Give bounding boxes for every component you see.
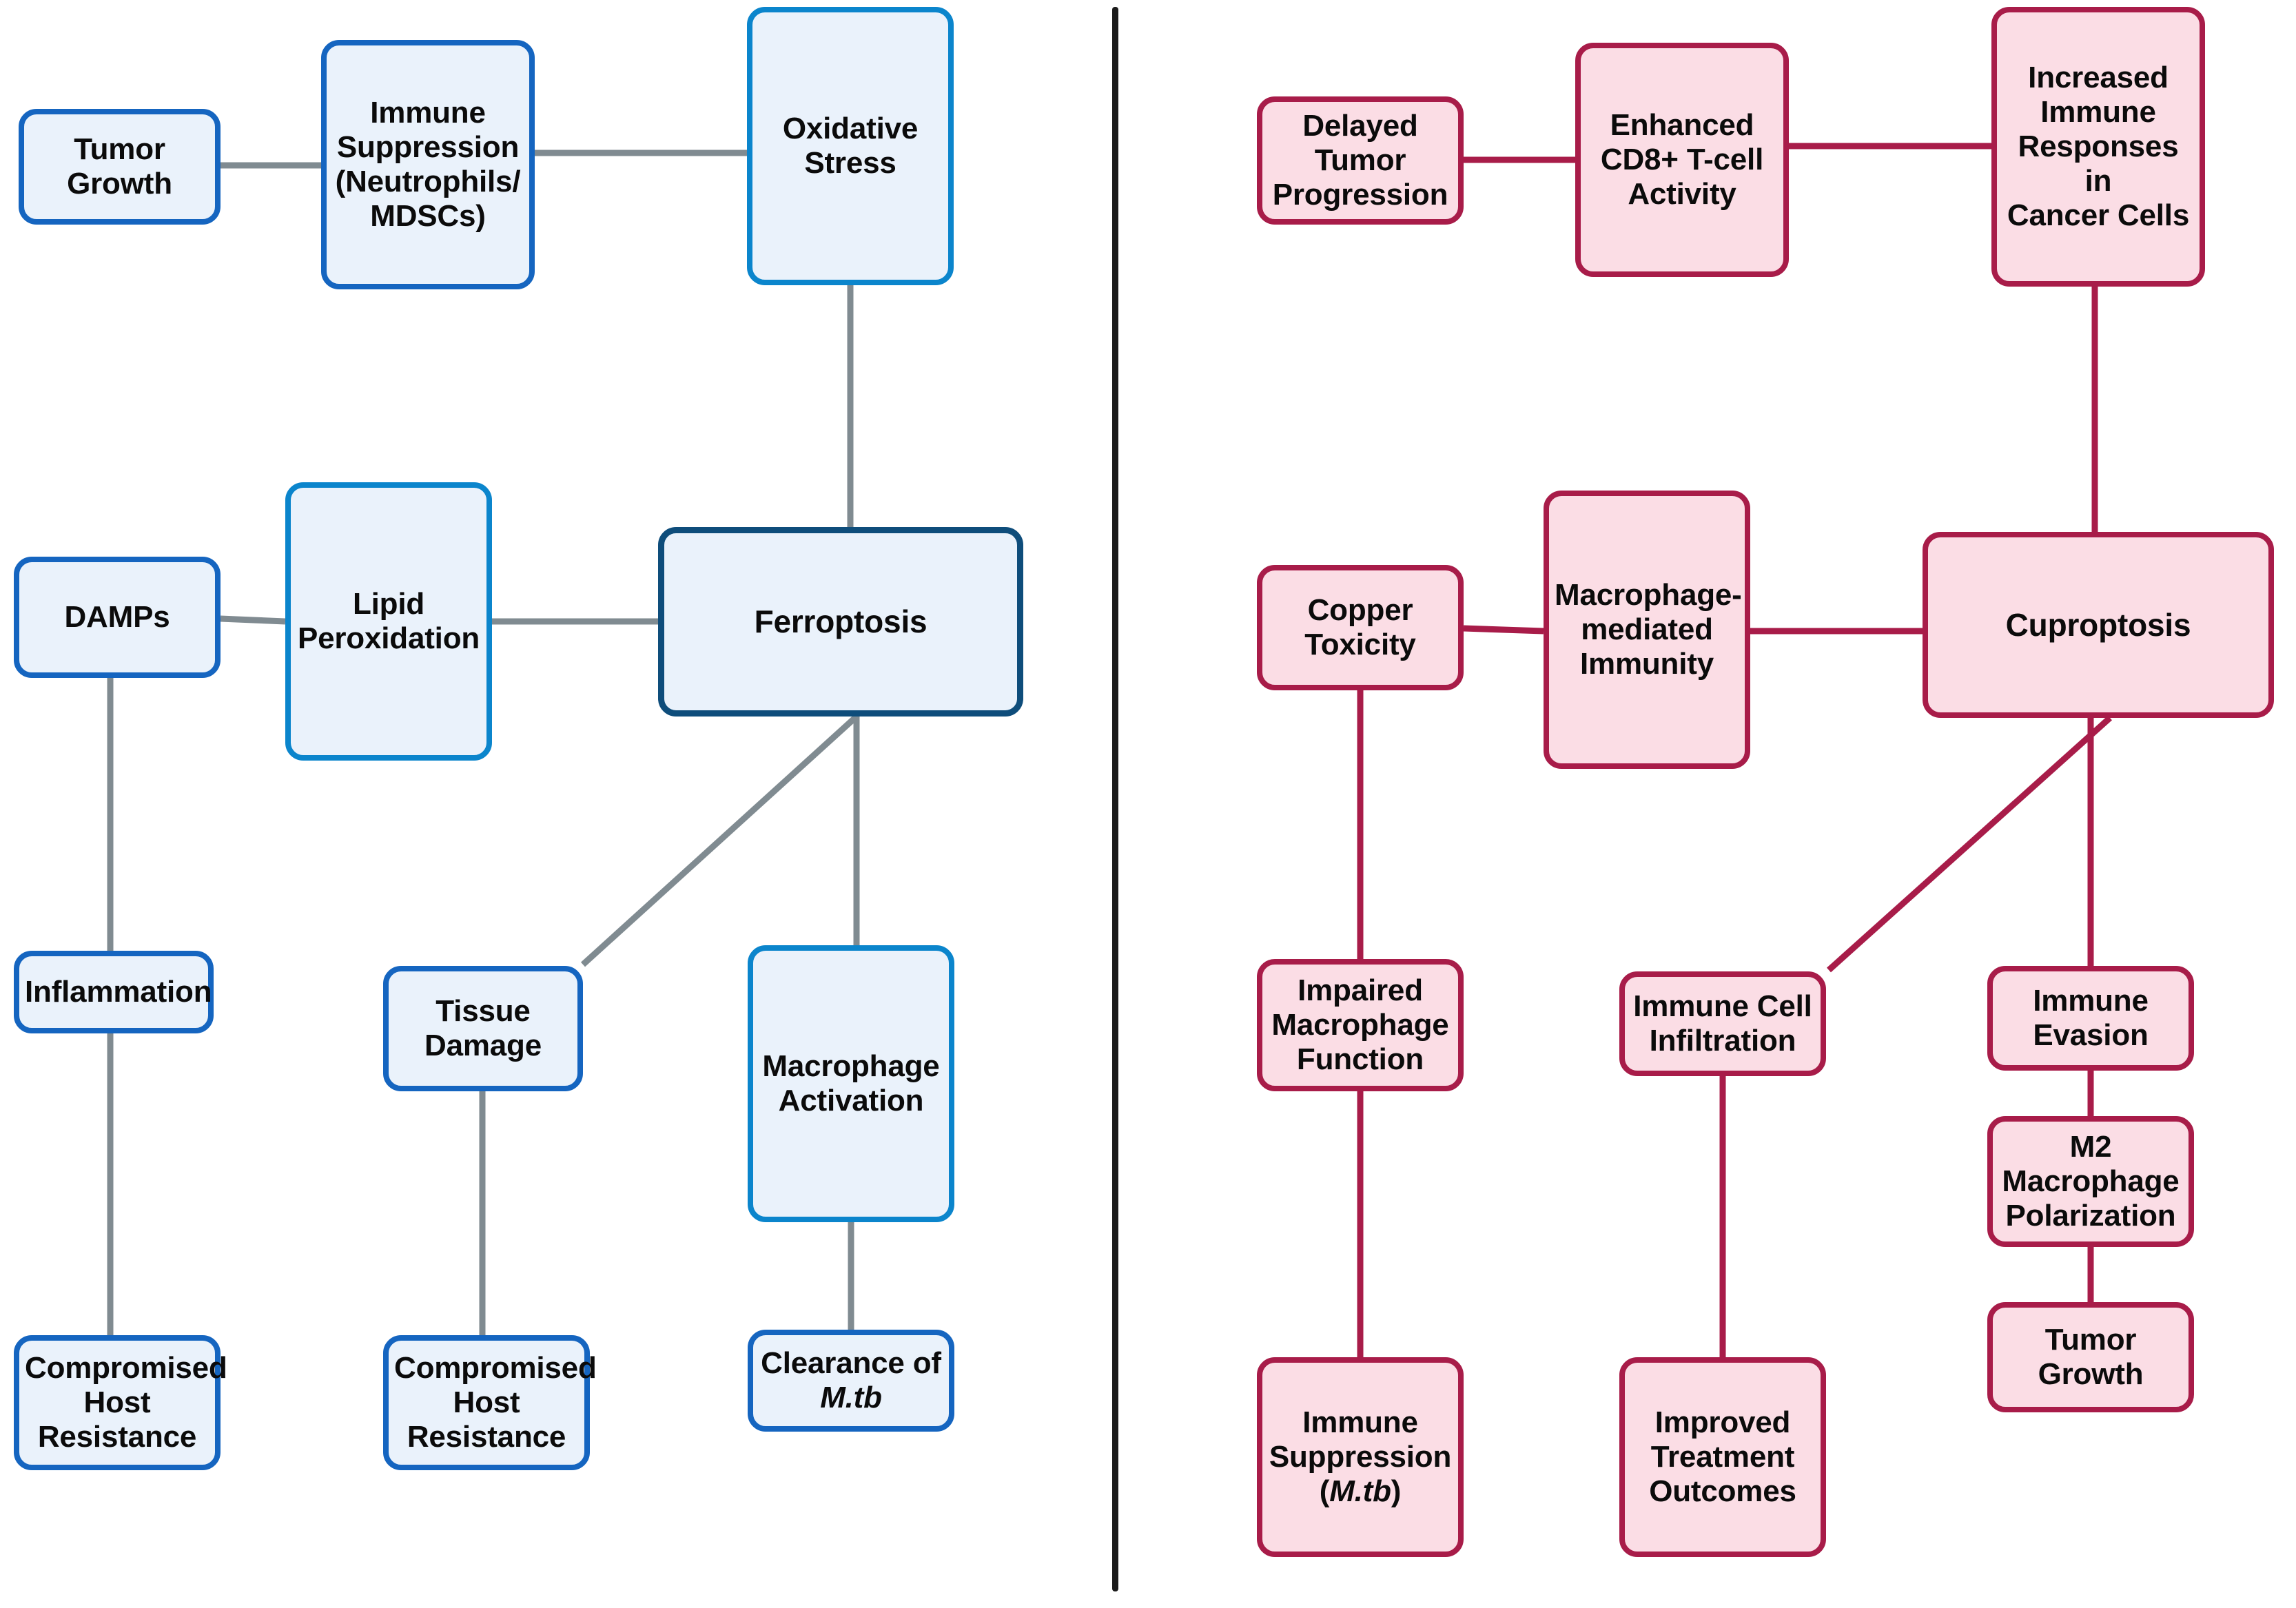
node-label: Cuproptosis: [2005, 606, 2191, 643]
edge-cuproptosis-to-infiltration: [1826, 715, 2113, 973]
node-cuproptosis[interactable]: Cuproptosis: [1923, 532, 2274, 718]
node-label: Inflammation: [25, 974, 212, 1009]
node-label: Ferroptosis: [754, 604, 927, 640]
node-tumor-growth-right[interactable]: Tumor Growth: [1987, 1302, 2194, 1412]
node-tumor-growth[interactable]: Tumor Growth: [19, 109, 221, 225]
panel-divider: [1112, 7, 1118, 1591]
edge-copper-to-macrophage-imm: [1463, 625, 1544, 635]
edge-ferroptosis-to-tissue: [580, 714, 859, 967]
node-label: Tumor Growth: [67, 132, 172, 200]
node-inflammation[interactable]: Inflammation: [14, 951, 214, 1033]
node-damps[interactable]: DAMPs: [14, 557, 221, 678]
node-label: DAMPs: [64, 599, 170, 634]
node-label: Tumor Growth: [2038, 1322, 2144, 1391]
node-ferroptosis[interactable]: Ferroptosis: [658, 527, 1023, 717]
edge-damps-to-lipid: [220, 615, 286, 625]
